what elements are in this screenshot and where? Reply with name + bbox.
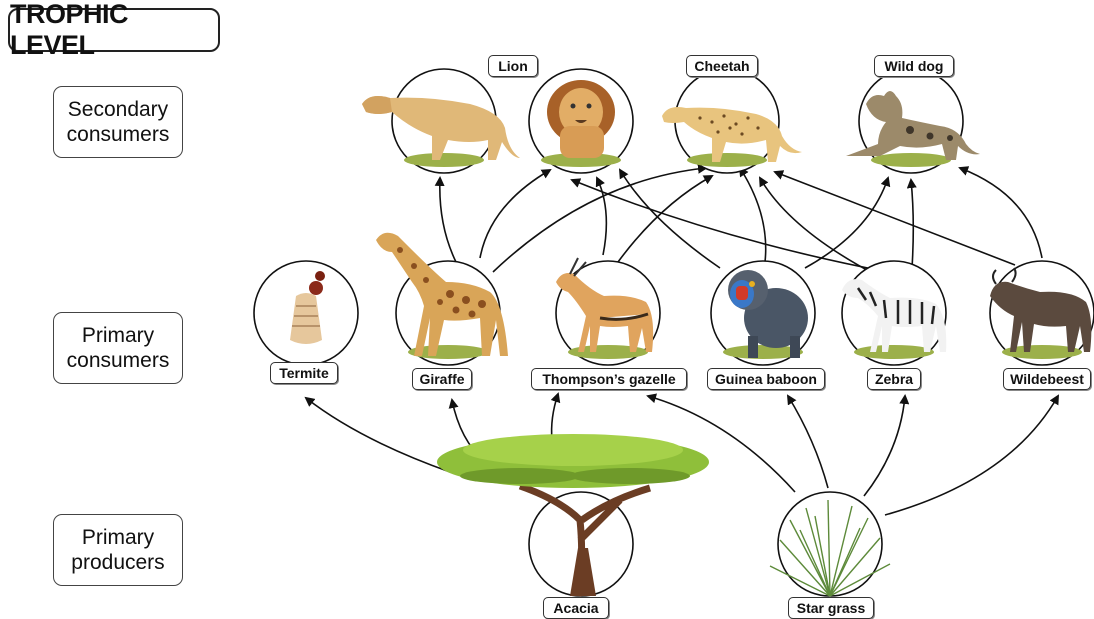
lioness-illustration bbox=[362, 96, 520, 160]
label-thompsons-gazelle: Thompson’s gazelle bbox=[531, 368, 687, 390]
level-primary-producers: Primary producers bbox=[53, 514, 183, 586]
arrow-stargrass-wildebeest bbox=[885, 396, 1058, 515]
male-lion-node bbox=[529, 69, 633, 173]
star-grass-node bbox=[770, 492, 890, 596]
label-star-grass: Star grass bbox=[788, 597, 874, 619]
arrow-zebra-cheetah bbox=[760, 178, 878, 276]
level-primary-label: Primary consumers bbox=[67, 323, 170, 373]
label-zebra: Zebra bbox=[867, 368, 921, 390]
termite-node bbox=[254, 261, 358, 365]
arrow-giraffe-lion bbox=[440, 178, 456, 262]
label-cheetah: Cheetah bbox=[686, 55, 758, 77]
lion-node bbox=[362, 69, 520, 173]
arrow-giraffe-lion-2 bbox=[480, 170, 550, 258]
cheetah-node bbox=[662, 69, 802, 173]
label-wildebeest: Wildebeest bbox=[1003, 368, 1091, 390]
wildebeest-node bbox=[990, 261, 1094, 365]
acacia-node bbox=[437, 434, 709, 596]
label-wild-dog: Wild dog bbox=[874, 55, 954, 77]
label-guinea-baboon: Guinea baboon bbox=[707, 368, 825, 390]
zebra-node bbox=[842, 261, 946, 365]
label-giraffe: Giraffe bbox=[412, 368, 472, 390]
arrow-wildebeest-cheetah bbox=[775, 172, 1015, 265]
arrow-baboon-lion bbox=[620, 170, 720, 268]
arrow-zebra-lion bbox=[572, 180, 888, 272]
level-primary-consumers: Primary consumers bbox=[53, 312, 183, 384]
arrow-acacia-gazelle bbox=[552, 394, 558, 440]
level-producers-label: Primary producers bbox=[71, 525, 164, 575]
label-acacia: Acacia bbox=[543, 597, 609, 619]
arrow-wildebeest-wilddog bbox=[960, 168, 1042, 258]
gazelle-node bbox=[556, 258, 660, 365]
level-secondary-consumers: Secondary consumers bbox=[53, 86, 183, 158]
arrow-baboon-wilddog bbox=[805, 178, 888, 268]
level-secondary-label: Secondary consumers bbox=[67, 97, 170, 147]
arrow-stargrass-zebra bbox=[864, 396, 905, 496]
label-lion: Lion bbox=[488, 55, 538, 77]
arrow-gazelle-lion bbox=[597, 178, 606, 255]
wild-dog-node bbox=[846, 69, 980, 173]
label-termite: Termite bbox=[270, 362, 338, 384]
arrow-stargrass-baboon bbox=[788, 396, 828, 488]
page-title: TROPHIC LEVEL bbox=[8, 8, 220, 52]
baboon-node bbox=[711, 261, 815, 365]
arrow-acacia-termite bbox=[306, 398, 450, 472]
giraffe-node bbox=[376, 233, 508, 365]
